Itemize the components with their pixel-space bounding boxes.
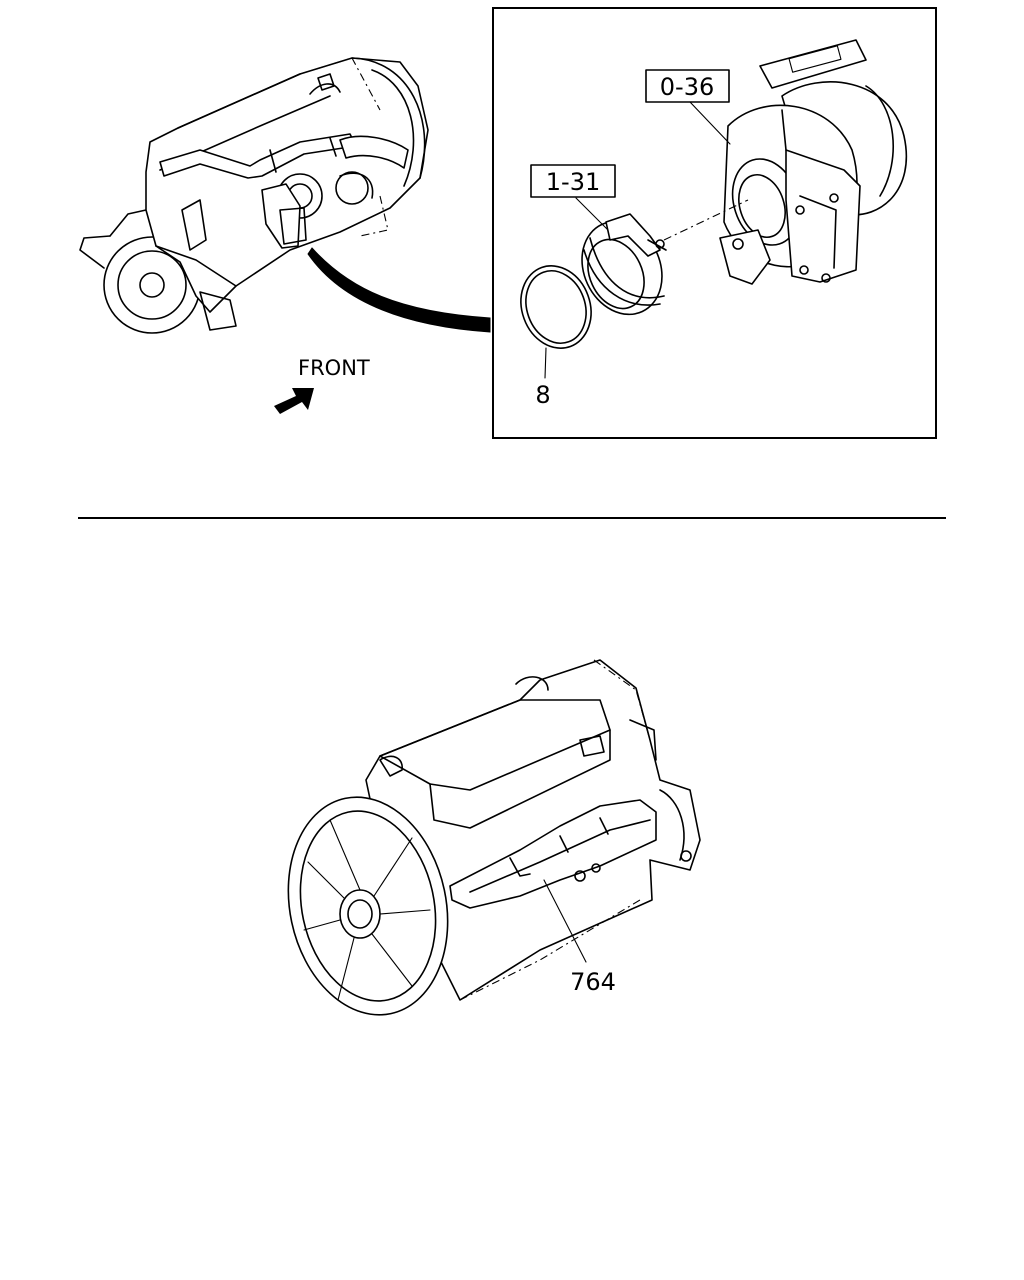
detail-view-frame	[492, 7, 937, 439]
callout-turbocharger: 0-36	[645, 69, 731, 145]
turbocharger-illustration	[719, 39, 908, 285]
callout-heat-shield-label: 764	[570, 968, 616, 996]
callout-clamp: 1-31	[530, 164, 616, 231]
callout-gasket-label: 8	[535, 381, 550, 409]
clamp-illustration	[581, 213, 667, 316]
callout-heat-shield: 764	[543, 879, 616, 996]
engine-overview-illustration	[79, 57, 429, 334]
callout-clamp-label: 1-31	[546, 168, 600, 196]
assembly-centerline	[663, 199, 749, 241]
front-label: FRONT	[298, 356, 370, 380]
detail-leader-swoosh	[307, 247, 491, 333]
callout-turbocharger-label: 0-36	[660, 73, 714, 101]
front-direction-indicator: FRONT	[274, 356, 370, 414]
engine-heat-shield-illustration	[287, 659, 701, 1016]
gasket-illustration	[520, 265, 592, 349]
callout-gasket: 8	[535, 347, 551, 409]
front-arrow-icon	[274, 388, 314, 414]
